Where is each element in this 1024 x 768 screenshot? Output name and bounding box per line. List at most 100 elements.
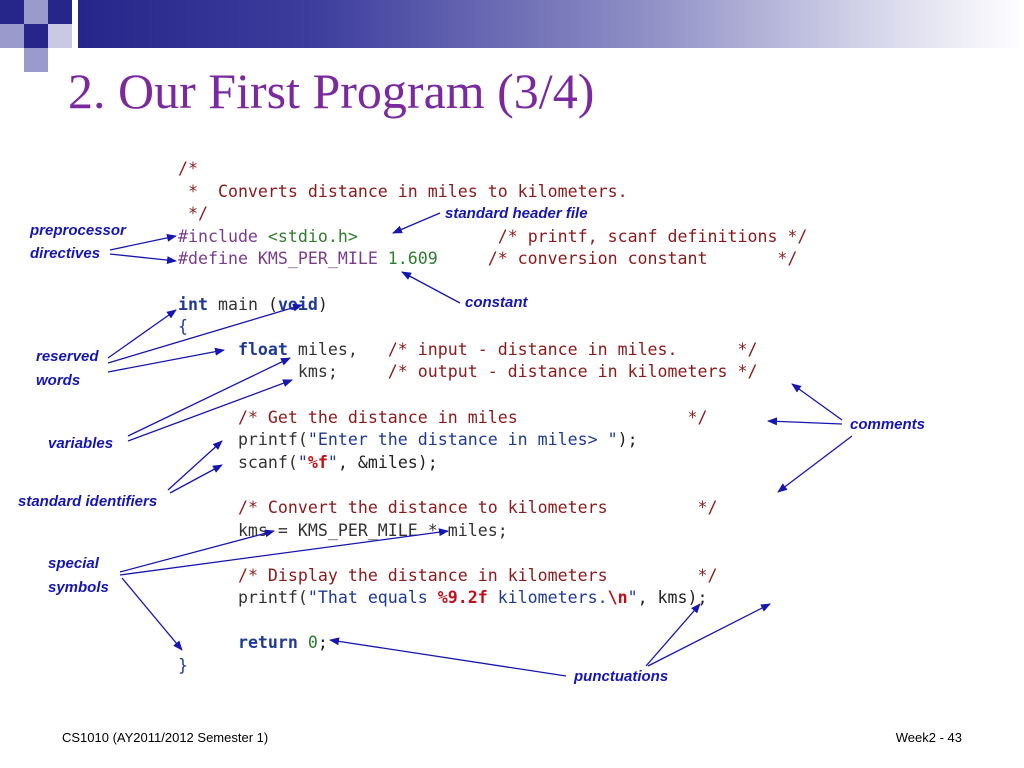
decoration-square-7 — [48, 24, 72, 48]
code-token: /* output - distance in kilometers */ — [387, 362, 758, 382]
code-token: 0 — [307, 633, 318, 653]
code-token: /* Convert the distance to kilometers */ — [237, 497, 718, 517]
label-variables: variables — [48, 435, 114, 452]
arrow-reserved-void — [107, 303, 303, 364]
code-token: "That equals — [307, 588, 438, 608]
code-line: scanf("%f", &miles); — [178, 452, 807, 475]
label-standard-identifiers: standard identifiers — [18, 493, 158, 510]
arrow-punct-semicolon-return — [329, 637, 567, 677]
code-token: "Enter the distance in miles> " — [307, 430, 618, 450]
code-token: kms; — [178, 362, 388, 382]
code-token: " — [627, 588, 638, 608]
code-token: , kms); — [637, 588, 708, 608]
arrow-identifier-printf — [167, 440, 223, 491]
label-special-line1: special — [48, 555, 99, 572]
decoration-square-5 — [24, 24, 48, 48]
arrow-punct-comma — [645, 603, 701, 667]
arrow-preprocessor-include — [109, 233, 177, 251]
code-line: /* — [178, 158, 807, 181]
code-token: #include — [178, 226, 268, 246]
top-gradient-bar — [78, 0, 1024, 48]
label-special-line2: symbols — [48, 579, 109, 596]
code-token: /* — [178, 159, 198, 178]
code-token: main — [207, 294, 268, 314]
code-token: */ — [178, 204, 208, 224]
code-token: " — [327, 452, 338, 472]
code-token: /* printf, scanf definitions */ — [497, 226, 808, 246]
code-line: printf("That equals %9.2f kilometers.\n"… — [178, 587, 807, 610]
label-standard-header-file: standard header file — [445, 205, 588, 222]
label-preprocessor-line2: directives — [30, 245, 101, 262]
code-token: kilometers. — [487, 588, 608, 608]
code-token: ( — [267, 294, 278, 314]
arrow-variables-miles — [127, 357, 291, 437]
code-line: { — [178, 316, 807, 339]
label-punctuations: punctuations — [574, 668, 669, 685]
arrow-identifier-scanf — [169, 464, 223, 494]
code-token: printf( — [178, 588, 308, 608]
code-token: ) — [317, 294, 328, 314]
code-token: ); — [617, 430, 638, 450]
arrow-special-assign — [119, 529, 275, 573]
code-line: } — [178, 655, 807, 678]
code-line: * Converts distance in miles to kilomete… — [178, 181, 807, 204]
code-token: } — [178, 656, 188, 676]
code-token: miles, — [287, 339, 388, 359]
arrow-special-brace — [121, 577, 183, 651]
decoration-square-1 — [0, 0, 24, 24]
label-reserved-line1: reserved — [36, 348, 99, 365]
decoration-square-3 — [48, 0, 72, 24]
code-line: /* Display the distance in kilometers */ — [178, 565, 807, 588]
arrow-constant — [401, 271, 461, 304]
code-token: * Converts distance in miles to kilomete… — [178, 181, 628, 201]
code-token: float — [237, 339, 288, 359]
code-token: ; — [317, 633, 328, 653]
code-line: printf("Enter the distance in miles> "); — [178, 429, 807, 452]
code-token: { — [178, 317, 188, 337]
code-token: %f — [307, 452, 328, 472]
arrow-special-multiply — [119, 528, 449, 576]
code-token: scanf( — [178, 452, 298, 472]
code-line: float miles, /* input - distance in mile… — [178, 339, 807, 362]
footer-course: CS1010 (AY2011/2012 Semester 1) — [62, 730, 269, 745]
arrow-comment-output — [791, 383, 843, 421]
arrow-comment-get — [767, 417, 843, 426]
code-token: return — [237, 633, 298, 653]
code-token: int — [178, 294, 208, 314]
code-line: /* Get the distance in miles */ — [178, 407, 807, 430]
code-line: */ — [178, 203, 807, 226]
code-token: \n — [607, 588, 628, 608]
code-token: %9.2f — [437, 588, 488, 608]
arrow-header-file — [392, 212, 441, 234]
code-token: /* conversion constant */ — [487, 249, 798, 269]
label-preprocessor-line1: preprocessor — [30, 222, 126, 239]
arrow-comment-convert — [777, 435, 853, 493]
code-line: kms; /* output - distance in kilometers … — [178, 361, 807, 384]
code-token: <stdio.h> — [267, 226, 358, 246]
label-comments: comments — [850, 416, 926, 433]
code-token: /* Display the distance in kilometers */ — [237, 565, 718, 585]
code-line: #include <stdio.h> /* printf, scanf defi… — [178, 226, 807, 249]
code-token: , &miles); — [337, 452, 438, 472]
code-token: /* input - distance in miles. */ — [387, 339, 758, 359]
footer-page-number: Week2 - 43 — [895, 730, 962, 745]
slide-title: 2. Our First Program (3/4) — [68, 63, 595, 119]
label-reserved-line2: words — [36, 372, 81, 389]
code-line: /* Convert the distance to kilometers */ — [178, 497, 807, 520]
arrow-reserved-int — [107, 309, 177, 359]
label-constant: constant — [465, 294, 528, 311]
code-listing: /* * Converts distance in miles to kilom… — [178, 158, 807, 678]
code-token: 1.609 — [387, 249, 438, 269]
decoration-square-6 — [24, 48, 48, 72]
decoration-square-2 — [24, 0, 48, 24]
arrow-variables-kms — [127, 379, 293, 442]
code-token: /* Get the distance in miles */ — [237, 407, 708, 427]
arrow-reserved-float — [107, 347, 225, 373]
code-token: printf( — [178, 430, 308, 450]
code-line: #define KMS_PER_MILE 1.609 /* conversion… — [178, 248, 807, 271]
code-token: " — [297, 452, 308, 472]
decoration-square-4 — [0, 24, 24, 48]
code-line: return 0; — [178, 632, 807, 655]
arrow-preprocessor-define — [109, 253, 177, 265]
